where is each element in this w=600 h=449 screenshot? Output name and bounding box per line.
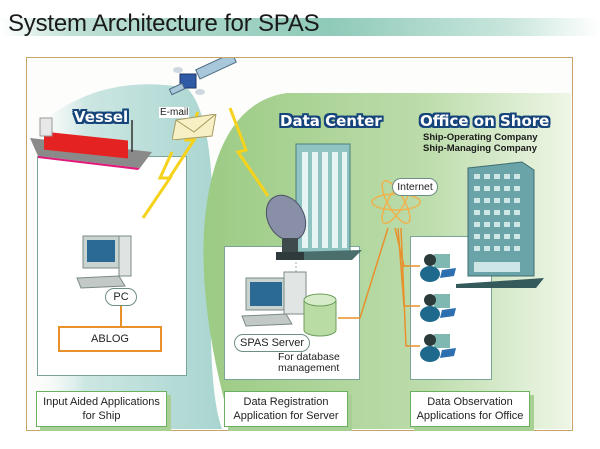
server-internet-link xyxy=(338,227,389,319)
office-label: Office on Shore xyxy=(420,112,550,130)
office-tower-icon xyxy=(290,143,362,260)
vessel-label: Vessel xyxy=(74,108,129,126)
lightning-icon xyxy=(141,151,174,219)
application-office-line-1: Data Observation xyxy=(427,396,513,408)
satellite-icon xyxy=(168,58,237,96)
db-note-line-1: For database xyxy=(278,351,340,363)
database-cylinder-icon xyxy=(303,293,337,337)
internet-label: Internet xyxy=(392,178,438,196)
email-label: E-mail xyxy=(159,107,190,118)
operator-workstation-icon xyxy=(420,254,456,282)
office-subtitle-1: Ship-Operating Company xyxy=(423,132,538,143)
data-center-label: Data Center xyxy=(280,112,382,130)
internet-office-link-1 xyxy=(394,227,420,267)
pc-label: PC xyxy=(105,288,137,306)
desktop-pc-icon xyxy=(76,235,132,289)
office-subtitle: Ship-Operating Company Ship-Managing Com… xyxy=(423,132,538,154)
office-building-icon xyxy=(456,161,544,288)
application-box-ship[interactable]: Input Aided Applications for Ship xyxy=(36,391,167,427)
page-title: System Architecture for SPAS xyxy=(8,10,320,37)
application-ship-line-1: Input Aided Applications xyxy=(43,396,160,408)
application-server-line-1: Data Registration xyxy=(243,396,329,408)
ablog-box[interactable]: ABLOG xyxy=(58,326,162,352)
internet-office-link-3 xyxy=(400,227,420,347)
spas-server-label: SPAS Server xyxy=(234,334,310,352)
title-band xyxy=(0,18,600,36)
lightning-icon xyxy=(228,107,270,197)
office-subtitle-2: Ship-Managing Company xyxy=(423,143,537,154)
satellite-dish-icon xyxy=(265,194,307,260)
db-note-line-2: management xyxy=(278,362,340,374)
application-server-line-2: Application for Server xyxy=(233,410,339,422)
db-note: For database management xyxy=(278,352,340,374)
operator-workstation-icon xyxy=(420,334,456,362)
application-box-server[interactable]: Data Registration Application for Server xyxy=(224,391,348,427)
server-icon xyxy=(241,271,307,327)
envelope-icon xyxy=(172,114,217,140)
operator-workstation-icon xyxy=(420,294,456,322)
application-box-office[interactable]: Data Observation Applications for Office xyxy=(410,391,530,427)
application-ship-line-2: for Ship xyxy=(82,410,121,422)
application-office-line-2: Applications for Office xyxy=(416,410,524,422)
container-ship-icon xyxy=(30,117,152,170)
